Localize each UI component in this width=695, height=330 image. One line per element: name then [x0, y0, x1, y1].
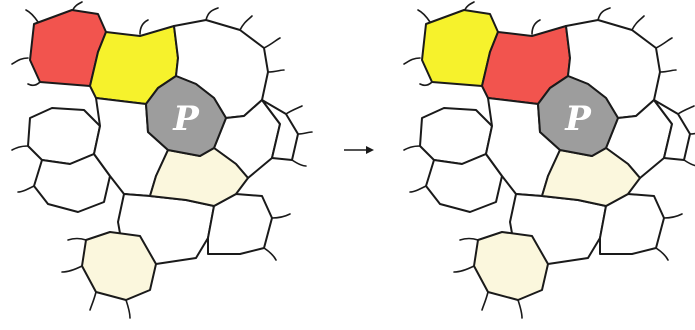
cell-wall-stub: [268, 70, 284, 72]
arrow-head: [366, 146, 374, 154]
cell-wall-stub: [656, 248, 668, 260]
cell-wall-stub: [410, 186, 426, 192]
transition-arrow: [344, 146, 374, 154]
cell-wall-stub: [292, 160, 306, 166]
cell-wall-stub: [678, 106, 694, 114]
cell-wall-stub: [298, 132, 312, 134]
cell-wall-stub: [18, 186, 34, 192]
cell-p-label: P: [172, 99, 200, 139]
cell-wall-stub: [518, 300, 522, 318]
cell-p-label: P: [564, 99, 592, 139]
cell-wall-stub: [272, 214, 290, 218]
cell-wall-stub: [418, 10, 430, 22]
cell-wall-stub: [460, 239, 478, 241]
cell-wall-stub: [12, 146, 28, 150]
cell-wall-stub: [286, 106, 302, 114]
cell-wall-stub: [126, 300, 130, 318]
cell-wall-stub: [240, 16, 252, 30]
panel-before: P: [12, 2, 312, 318]
cell-wall-stub: [420, 82, 432, 85]
cell-wall-stub: [664, 214, 682, 218]
cell-wall-stub: [660, 70, 676, 72]
cell-wall-stub: [684, 160, 695, 166]
cell-wall-stub: [454, 266, 474, 272]
cell-wall-stub: [28, 82, 40, 85]
cell-wall-stub: [656, 38, 672, 48]
cell-wall-stub: [90, 292, 96, 310]
cell-wall-stub: [264, 248, 276, 260]
cell-wall-stub: [482, 292, 488, 310]
cell-wall-stub: [206, 8, 218, 20]
cell-wall-stub: [12, 58, 28, 64]
cell-wall-stub: [532, 20, 540, 34]
cell-wall-stub: [264, 38, 280, 48]
cell-wall-stub: [140, 20, 148, 34]
cell-wall-stub: [404, 58, 420, 64]
cell-wall-stub: [404, 146, 420, 150]
cell-wall-stub: [598, 8, 610, 20]
cell-wall-stub: [632, 16, 644, 30]
panel-after: P: [404, 2, 695, 318]
cell-leftB: [34, 154, 110, 212]
cell-wall-stub: [26, 10, 38, 22]
cell-leftB: [426, 154, 502, 212]
cell-wall-stub: [62, 266, 82, 272]
cell-wall-stub: [68, 239, 86, 241]
